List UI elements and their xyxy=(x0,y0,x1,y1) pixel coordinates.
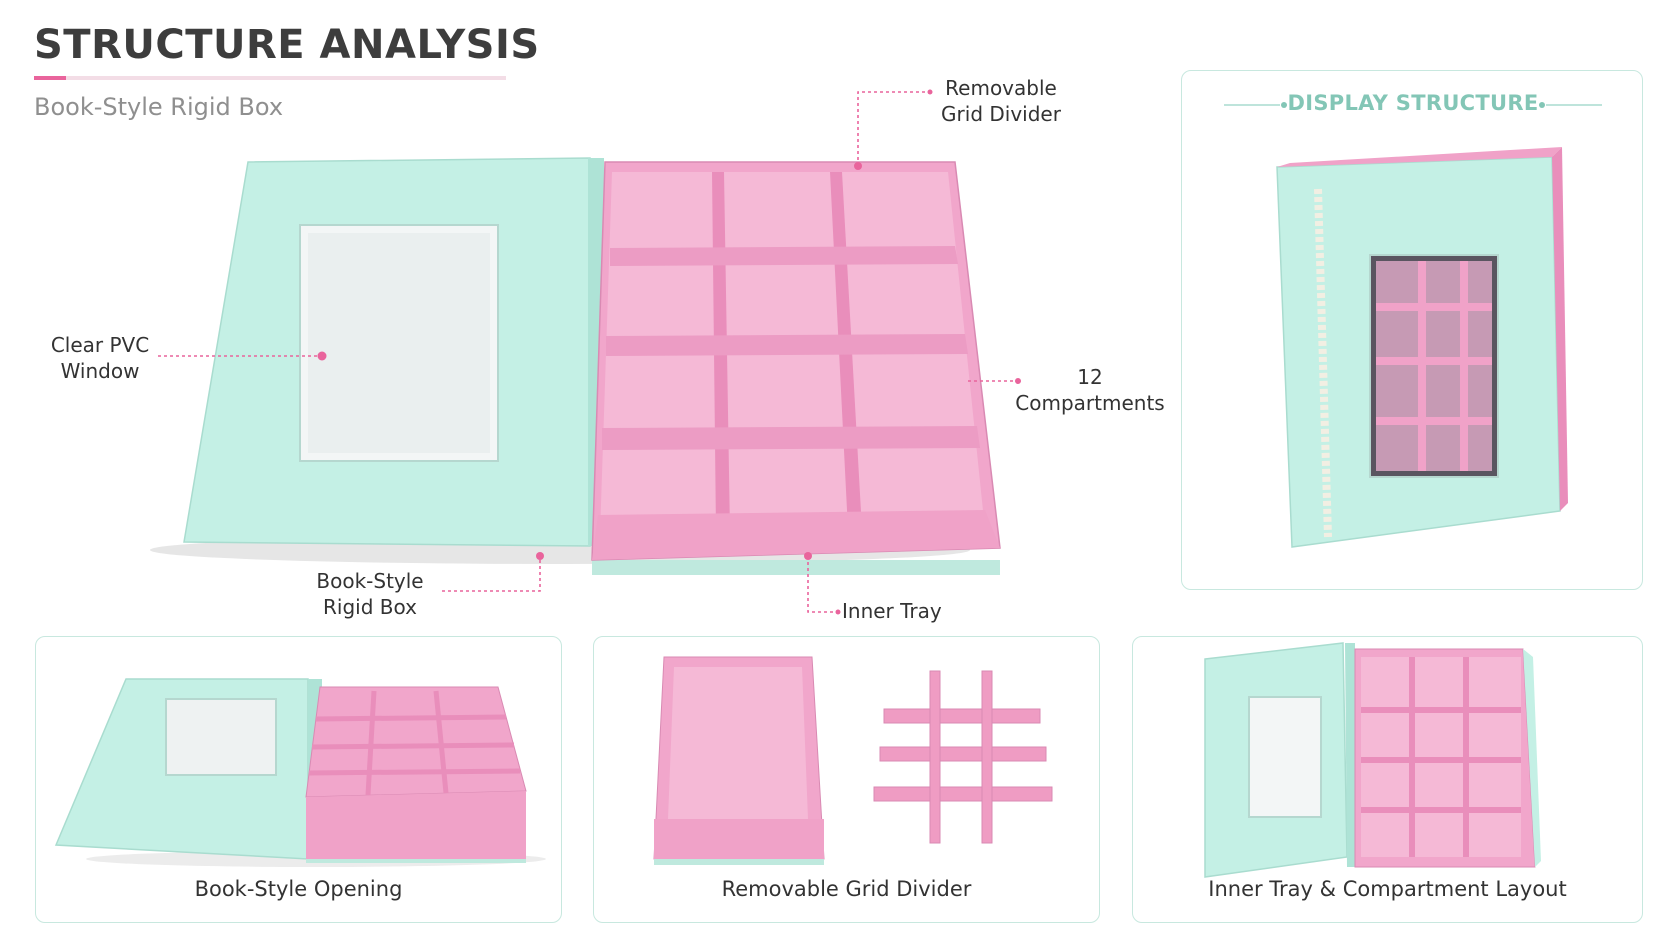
callout-inner-tray: Inner Tray xyxy=(842,599,942,623)
card-1-illustration xyxy=(54,678,546,867)
page-subtitle: Book-Style Rigid Box xyxy=(34,93,284,121)
card-3-illustration xyxy=(1204,642,1541,878)
grid-divider-horizontal-1 xyxy=(610,246,958,266)
card-2-illustration xyxy=(653,656,1053,865)
pearl-trim xyxy=(1314,188,1332,538)
callout-compartments: 12 Compartments xyxy=(1015,365,1165,415)
tray-base xyxy=(592,560,1000,575)
card-3-caption: Inner Tray & Compartment Layout xyxy=(1208,877,1567,901)
card-3-window xyxy=(1248,696,1322,818)
display-structure-decor xyxy=(1224,102,1602,548)
callout-book-style-rigid-box: Book-Style Rigid Box xyxy=(316,569,424,619)
card-book-style-opening: Book-Style Opening xyxy=(35,636,562,923)
display-structure-title: DISPLAY STRUCTURE xyxy=(1287,91,1539,115)
display-window-inner xyxy=(1376,261,1492,471)
callout-line-grid-divider xyxy=(857,91,930,166)
callout-line-inner-tray xyxy=(807,556,838,613)
card-inner-tray-layout: Inner Tray & Compartment Layout xyxy=(1132,636,1643,923)
tray-front-wall xyxy=(592,510,1000,560)
grid-divider-horizontal-3 xyxy=(602,426,980,450)
loose-grid-divider xyxy=(873,670,1053,844)
callout-line-rigid-box xyxy=(442,556,541,592)
display-structure-panel: DISPLAY STRUCTURE xyxy=(1181,70,1643,590)
title-underline-accent xyxy=(34,76,66,80)
card-1-caption: Book-Style Opening xyxy=(194,877,403,901)
card-2-caption: Removable Grid Divider xyxy=(721,877,972,901)
page-title: STRUCTURE ANALYSIS xyxy=(34,22,540,68)
title-underline xyxy=(34,76,506,80)
callout-dots xyxy=(317,89,1021,615)
grid-divider-horizontal-2 xyxy=(606,334,968,356)
callout-lines xyxy=(158,91,1018,613)
standing-box-side xyxy=(1552,147,1568,511)
card-1-window xyxy=(165,698,277,776)
standing-box-top-edge xyxy=(1277,147,1562,167)
card-removable-grid-divider: Removable Grid Divider xyxy=(593,636,1100,923)
callout-removable-grid-divider: Removable Grid Divider xyxy=(941,76,1061,126)
window-glare xyxy=(308,233,490,453)
callout-clear-pvc-window: Clear PVC Window xyxy=(50,333,150,383)
